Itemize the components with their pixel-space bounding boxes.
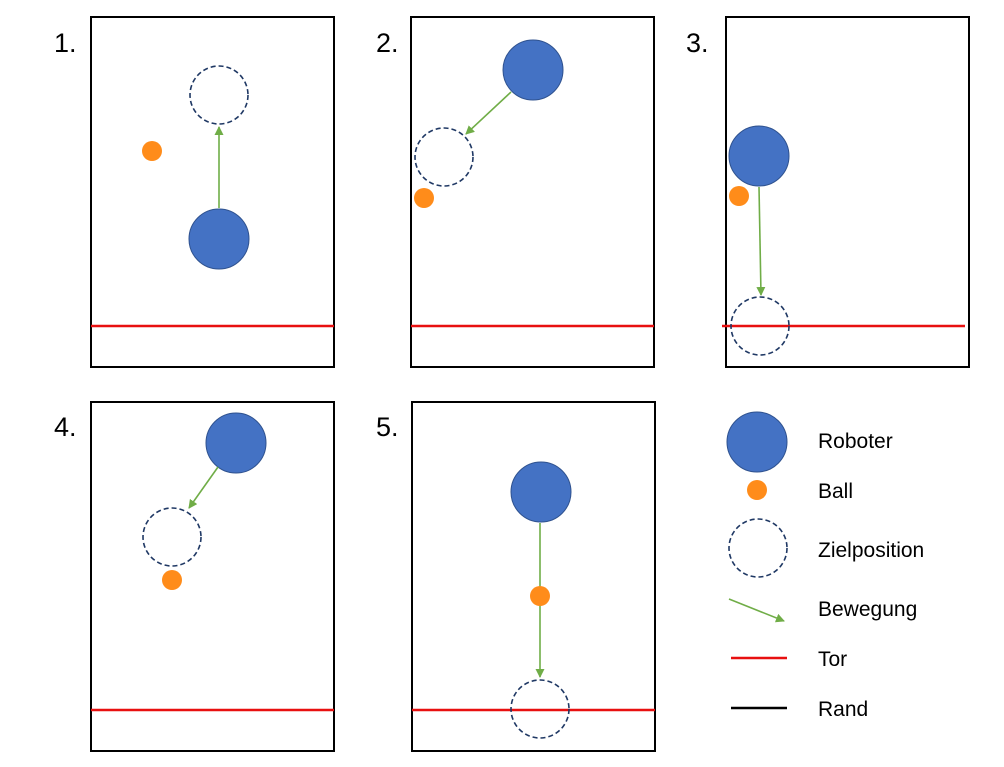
panel-number: 4.: [54, 412, 77, 442]
robot: [502, 39, 564, 101]
field-border: [90, 401, 335, 752]
ball-icon: [747, 480, 767, 500]
movement-arrow: [756, 186, 766, 296]
target-position: [142, 507, 202, 567]
legend-label: Bewegung: [818, 598, 917, 621]
panel-number: 1.: [54, 28, 77, 58]
panel-3: 3.: [686, 16, 970, 368]
movement-arrow: [188, 466, 219, 509]
field-border: [90, 16, 335, 368]
robot-icon: [726, 411, 788, 473]
legend-item-robot: Roboter: [726, 411, 893, 473]
target-position: [730, 296, 790, 356]
panel-number: 3.: [686, 28, 709, 58]
ball: [530, 586, 550, 606]
target-position: [510, 679, 570, 739]
legend-item-movement: Bewegung: [728, 598, 917, 623]
robot: [188, 208, 250, 270]
panel-4: 4.: [54, 401, 335, 752]
legend-item-target: Zielposition: [728, 518, 924, 578]
ball: [162, 570, 182, 590]
legend-label: Zielposition: [818, 539, 924, 562]
panel-number: 5.: [376, 412, 399, 442]
robot: [205, 412, 267, 474]
target-position: [189, 65, 249, 125]
field-border: [410, 16, 655, 368]
panel-number: 2.: [376, 28, 399, 58]
ball: [729, 186, 749, 206]
legend-label: Roboter: [818, 430, 893, 453]
robot: [510, 461, 572, 523]
movement-arrow-icon: [728, 598, 785, 623]
ball: [142, 141, 162, 161]
legend-item-border: Rand: [731, 698, 868, 721]
robot: [728, 125, 790, 187]
field-border: [411, 401, 656, 752]
legend-label: Rand: [818, 698, 868, 721]
movement-arrow: [465, 91, 512, 135]
legend-label: Tor: [818, 648, 847, 671]
panel-2: 2.: [376, 16, 655, 368]
legend: Roboter Ball Zielposition Bewegung Tor R…: [726, 411, 924, 721]
field-border: [725, 16, 970, 368]
panel-1: 1.: [54, 16, 335, 368]
target-position: [414, 127, 474, 187]
ball: [414, 188, 434, 208]
panel-5: 5.: [376, 401, 656, 752]
legend-label: Ball: [818, 480, 853, 503]
target-position-icon: [728, 518, 788, 578]
legend-item-ball: Ball: [747, 480, 853, 503]
legend-item-goal: Tor: [731, 648, 847, 671]
